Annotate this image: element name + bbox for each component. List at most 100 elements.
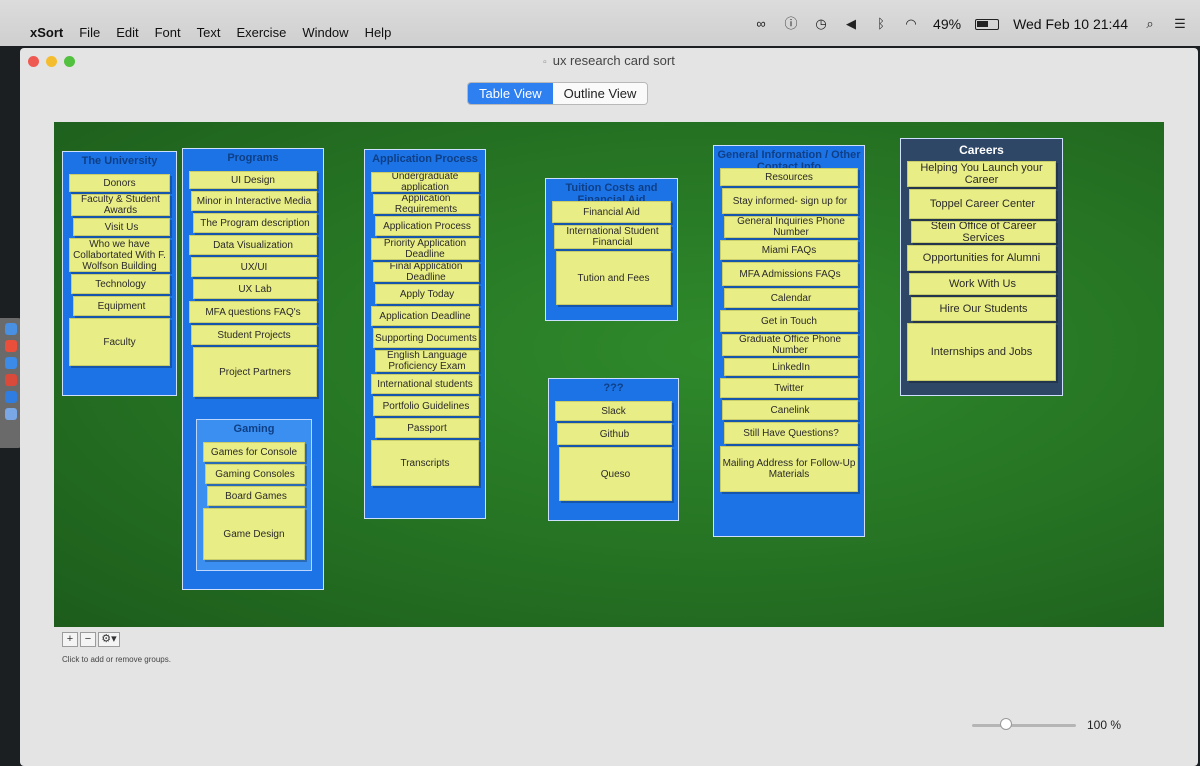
group-general-information[interactable]: General Information / Other Contact Info… [713, 145, 865, 537]
card[interactable]: MFA questions FAQ's [189, 301, 317, 323]
group-title[interactable]: Application Process [372, 153, 478, 165]
card[interactable]: UX Lab [193, 279, 317, 299]
card[interactable]: Board Games [207, 486, 305, 506]
app-menu[interactable]: xSort [30, 25, 64, 40]
group-title[interactable]: Gaming [233, 423, 275, 435]
dock-app-icon[interactable] [5, 357, 17, 369]
dock-app-icon[interactable] [5, 374, 17, 386]
menu-edit[interactable]: Edit [116, 25, 139, 40]
card[interactable]: Apply Today [375, 284, 479, 304]
card[interactable]: Miami FAQs [720, 240, 858, 260]
card[interactable]: Application Process [375, 216, 479, 236]
menu-font[interactable]: Font [154, 25, 181, 40]
clock[interactable]: Wed Feb 10 21:44 [1013, 16, 1128, 32]
card[interactable]: English Language Proficiency Exam [375, 350, 479, 372]
card[interactable]: Mailing Address for Follow-Up Materials [720, 446, 858, 492]
menu-text[interactable]: Text [196, 25, 221, 40]
card[interactable]: Github [557, 423, 672, 445]
group-application-process[interactable]: Application Process Undergraduate applic… [364, 149, 486, 519]
card[interactable]: Slack [555, 401, 672, 421]
card[interactable]: Hire Our Students [911, 297, 1056, 321]
card[interactable]: Who we have Collabortated With F. Wolfso… [69, 238, 170, 272]
card[interactable]: Graduate Office Phone Number [722, 334, 858, 356]
close-button[interactable] [28, 56, 39, 67]
card[interactable]: International students [371, 374, 479, 394]
card[interactable]: Technology [71, 274, 170, 294]
dock-app-icon[interactable] [5, 408, 17, 420]
card[interactable]: Resources [720, 168, 858, 186]
battery-icon[interactable] [975, 18, 1000, 30]
card[interactable]: Minor in Interactive Media [191, 191, 317, 211]
card[interactable]: Undergraduate application [371, 172, 479, 192]
card[interactable]: Still Have Questions? [724, 422, 858, 444]
dock-app-icon[interactable] [5, 323, 17, 335]
minimize-button[interactable] [46, 56, 57, 67]
card[interactable]: UI Design [189, 171, 317, 189]
card[interactable]: Supporting Documents [373, 328, 479, 348]
card[interactable]: Internships and Jobs [907, 323, 1056, 381]
card[interactable]: Stay informed- sign up for [722, 188, 858, 214]
card[interactable]: Opportunities for Alumni [907, 245, 1056, 271]
card[interactable]: General Inquiries Phone Number [724, 216, 858, 238]
spotlight-search-icon[interactable]: ⌕ [1146, 16, 1154, 31]
tab-table-view[interactable]: Table View [468, 83, 553, 104]
menu-window[interactable]: Window [302, 25, 349, 40]
card[interactable]: Canelink [722, 400, 858, 420]
zoom-slider-knob[interactable] [999, 718, 1012, 730]
card[interactable]: Visit Us [73, 218, 170, 236]
card[interactable]: Gaming Consoles [205, 464, 305, 484]
tab-outline-view[interactable]: Outline View [552, 83, 648, 104]
group-title[interactable]: Careers [959, 143, 1004, 157]
card[interactable]: Helping You Launch your Career [907, 161, 1056, 187]
card[interactable]: Twitter [720, 378, 858, 398]
card[interactable]: The Program description [193, 213, 317, 233]
card[interactable]: Stein Office of Career Services [911, 221, 1056, 243]
card[interactable]: Priority Application Deadline [371, 238, 479, 260]
remove-group-button[interactable]: − [80, 632, 96, 647]
card[interactable]: Game Design [203, 508, 305, 560]
add-group-button[interactable]: + [62, 632, 78, 647]
zoom-slider[interactable] [972, 718, 1076, 734]
card[interactable]: Get in Touch [720, 310, 858, 332]
dock-app-icon[interactable] [5, 340, 17, 352]
menu-help[interactable]: Help [364, 25, 392, 40]
card[interactable]: Financial Aid [552, 201, 671, 223]
dock-app-icon[interactable] [5, 391, 17, 403]
card[interactable]: Donors [69, 174, 170, 192]
time-machine-icon[interactable]: ◷ [815, 16, 827, 31]
group-title[interactable]: The University [81, 155, 158, 167]
notification-center-icon[interactable]: ☰ [1174, 16, 1186, 31]
info-icon[interactable]: ⓘ [784, 16, 798, 31]
card[interactable]: Equipment [73, 296, 170, 316]
card[interactable]: International Student Financial [554, 225, 671, 249]
group-tuition-financial-aid[interactable]: Tuition Costs and Financial Aid Financia… [545, 178, 678, 321]
card[interactable]: Application Requirements [373, 194, 479, 214]
card[interactable]: Faculty & Student Awards [71, 194, 170, 216]
card[interactable]: Project Partners [193, 347, 317, 397]
card[interactable]: Games for Console [203, 442, 305, 462]
zoom-button[interactable] [64, 56, 75, 67]
bluetooth-icon[interactable]: ᛒ [877, 16, 885, 31]
card[interactable]: Calendar [724, 288, 858, 308]
volume-icon[interactable]: ◀ [846, 16, 857, 31]
card[interactable]: Student Projects [191, 325, 317, 345]
group-title[interactable]: Programs [227, 152, 279, 164]
menu-file[interactable]: File [79, 25, 101, 40]
card[interactable]: Queso [559, 447, 672, 501]
card[interactable]: Faculty [69, 318, 170, 366]
card[interactable]: Toppel Career Center [909, 189, 1056, 219]
menu-exercise[interactable]: Exercise [236, 25, 287, 40]
gear-menu-icon[interactable]: ⚙▾ [98, 632, 120, 647]
zoom-slider-track[interactable] [972, 724, 1076, 727]
card[interactable]: Transcripts [371, 440, 479, 486]
card[interactable]: UX/UI [191, 257, 317, 277]
card[interactable]: Data Visualization [189, 235, 317, 255]
card[interactable]: Portfolio Guidelines [373, 396, 479, 416]
card[interactable]: Passport [375, 418, 479, 438]
